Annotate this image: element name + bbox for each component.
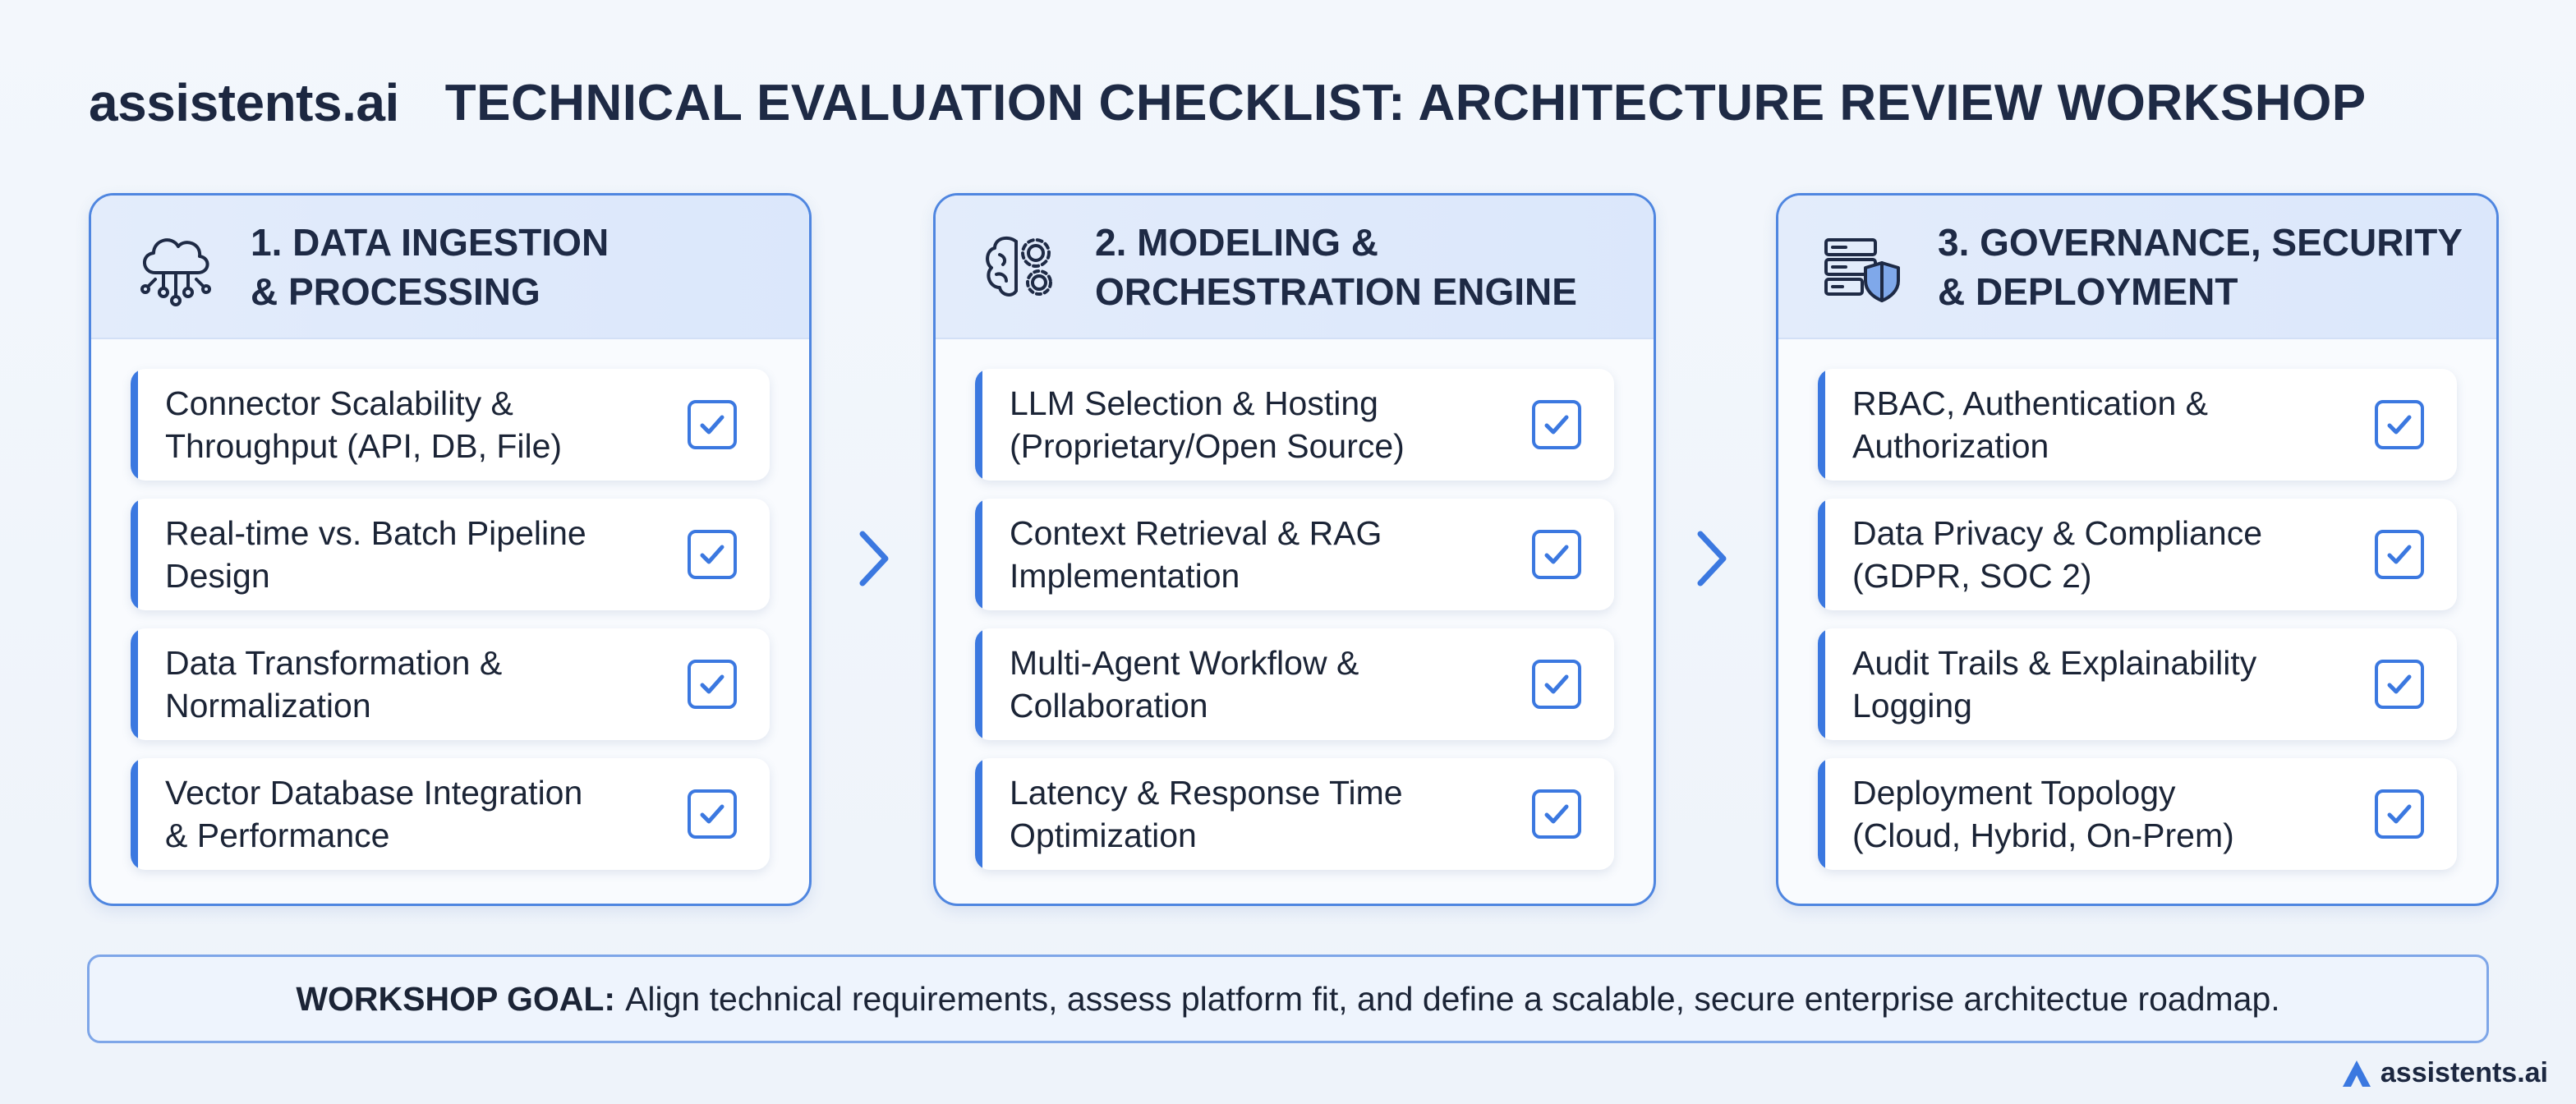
item-line: Implementation: [1010, 557, 1240, 595]
item-line: Optimization: [1010, 816, 1197, 854]
checklist-item[interactable]: Data Privacy & Compliance (GDPR, SOC 2): [1818, 499, 2457, 610]
item-line: Design: [165, 557, 270, 595]
checkmark-icon: [1544, 415, 1569, 435]
checkmark-icon: [700, 674, 724, 694]
item-line: (Cloud, Hybrid, On-Prem): [1852, 816, 2234, 854]
item-line: Audit Trails & Explainability: [1852, 644, 2257, 682]
checkbox-checked[interactable]: [1532, 789, 1581, 839]
item-line: RBAC, Authentication &: [1852, 384, 2209, 422]
checklist-item[interactable]: Context Retrieval & RAG Implementation: [975, 499, 1614, 610]
item-line: Deployment Topology: [1852, 774, 2176, 812]
checkmark-icon: [1544, 804, 1569, 824]
chevron-right-icon: [849, 526, 899, 591]
card-header: 2. MODELING & ORCHESTRATION ENGINE: [936, 196, 1654, 339]
item-line: Context Retrieval & RAG: [1010, 514, 1382, 552]
checklist-item[interactable]: Vector Database Integration & Performance: [131, 758, 770, 870]
checkbox-checked[interactable]: [1532, 530, 1581, 579]
footer-brand-text: assistents.ai: [2380, 1057, 2548, 1088]
checkbox-checked[interactable]: [2375, 789, 2424, 839]
checkmark-icon: [700, 545, 724, 564]
card-title-line: ORCHESTRATION ENGINE: [1095, 269, 1577, 313]
item-line: & Performance: [165, 816, 390, 854]
chevron-right-icon: [1687, 526, 1736, 591]
item-line: (GDPR, SOC 2): [1852, 557, 2092, 595]
logo-icon: [2342, 1060, 2371, 1087]
brain-gears-icon: [975, 222, 1065, 312]
checklist: Connector Scalability & Throughput (API, …: [91, 339, 809, 870]
item-line: Latency & Response Time: [1010, 774, 1403, 812]
checkmark-icon: [1544, 545, 1569, 564]
checklist: LLM Selection & Hosting (Proprietary/Open…: [936, 339, 1654, 870]
checkbox-checked[interactable]: [688, 400, 737, 449]
checkbox-checked[interactable]: [1532, 400, 1581, 449]
checkbox-checked[interactable]: [688, 530, 737, 579]
item-line: Normalization: [165, 687, 371, 724]
checklist-item[interactable]: Connector Scalability & Throughput (API, …: [131, 369, 770, 481]
checkmark-icon: [2387, 415, 2412, 435]
item-line: Multi-Agent Workflow &: [1010, 644, 1359, 682]
brand-logo-text: assistents.ai: [89, 73, 399, 132]
card-title: 3. GOVERNANCE, SECURITY & DEPLOYMENT: [1938, 218, 2463, 316]
page-header: assistents.ai TECHNICAL EVALUATION CHECK…: [89, 58, 2367, 148]
card-title: 1. DATA INGESTION & PROCESSING: [251, 218, 609, 316]
item-line: (Proprietary/Open Source): [1010, 427, 1405, 465]
item-line: Authorization: [1852, 427, 2049, 465]
card-title: 2. MODELING & ORCHESTRATION ENGINE: [1095, 218, 1577, 316]
checklist-item[interactable]: LLM Selection & Hosting (Proprietary/Open…: [975, 369, 1614, 481]
checkbox-checked[interactable]: [2375, 530, 2424, 579]
cloud-circuit-icon: [131, 222, 221, 312]
card-header: 1. DATA INGESTION & PROCESSING: [91, 196, 809, 339]
item-line: Data Privacy & Compliance: [1852, 514, 2263, 552]
goal-text: Align technical requirements, assess pla…: [625, 979, 2280, 1018]
checklist-item[interactable]: RBAC, Authentication & Authorization: [1818, 369, 2457, 481]
page-title: TECHNICAL EVALUATION CHECKLIST: ARCHITEC…: [444, 74, 2367, 131]
item-line: Data Transformation &: [165, 644, 503, 682]
item-line: Real-time vs. Batch Pipeline: [165, 514, 586, 552]
card-title-line: 1. DATA INGESTION: [251, 220, 610, 264]
item-line: Throughput (API, DB, File): [165, 427, 563, 465]
checkbox-checked[interactable]: [688, 660, 737, 709]
server-shield-icon: [1818, 222, 1908, 312]
card-title-line: 2. MODELING &: [1095, 220, 1379, 264]
checklist-item[interactable]: Deployment Topology (Cloud, Hybrid, On-Pr…: [1818, 758, 2457, 870]
checkmark-icon: [700, 415, 724, 435]
card-title-line: & PROCESSING: [251, 269, 540, 313]
checkbox-checked[interactable]: [2375, 660, 2424, 709]
card-title-line: 3. GOVERNANCE, SECURITY: [1938, 220, 2463, 264]
item-line: Collaboration: [1010, 687, 1208, 724]
item-line: LLM Selection & Hosting: [1010, 384, 1378, 422]
item-line: Logging: [1852, 687, 1972, 724]
card-modeling-orchestration: 2. MODELING & ORCHESTRATION ENGINE LLM S…: [933, 193, 1656, 906]
card-title-line: & DEPLOYMENT: [1938, 269, 2238, 313]
checkmark-icon: [700, 804, 724, 824]
goal-label: WORKSHOP GOAL:: [296, 979, 616, 1018]
checkmark-icon: [1544, 674, 1569, 694]
checklist-item[interactable]: Data Transformation & Normalization: [131, 628, 770, 740]
footer-brand: assistents.ai: [2341, 1057, 2548, 1089]
checklist-item[interactable]: Multi-Agent Workflow & Collaboration: [975, 628, 1614, 740]
item-line: Connector Scalability &: [165, 384, 513, 422]
card-header: 3. GOVERNANCE, SECURITY & DEPLOYMENT: [1778, 196, 2496, 339]
workshop-goal-banner: WORKSHOP GOAL: Align technical requireme…: [87, 954, 2489, 1043]
checkmark-icon: [2387, 545, 2412, 564]
item-line: Vector Database Integration: [165, 774, 583, 812]
checkbox-checked[interactable]: [688, 789, 737, 839]
checkmark-icon: [2387, 804, 2412, 824]
checklist: RBAC, Authentication & Authorization Data…: [1778, 339, 2496, 870]
card-data-ingestion: 1. DATA INGESTION & PROCESSING Connector…: [89, 193, 812, 906]
card-governance-security: 3. GOVERNANCE, SECURITY & DEPLOYMENT RBA…: [1776, 193, 2499, 906]
checkbox-checked[interactable]: [1532, 660, 1581, 709]
checkmark-icon: [2387, 674, 2412, 694]
checkbox-checked[interactable]: [2375, 400, 2424, 449]
